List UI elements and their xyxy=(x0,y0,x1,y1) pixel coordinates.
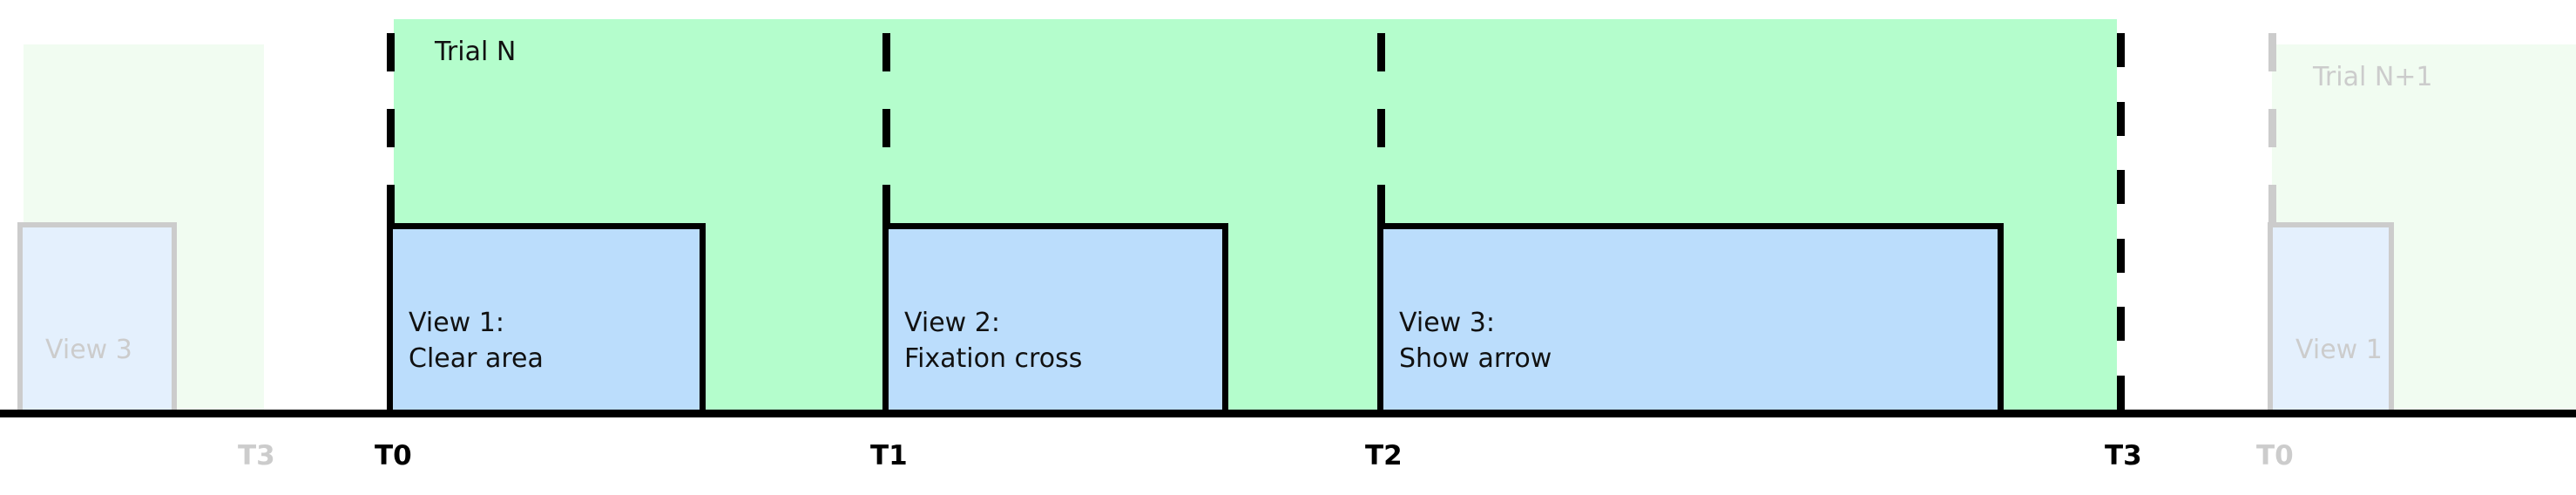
tick-label-t3-previous: T3 xyxy=(238,440,275,471)
dash-segment xyxy=(2117,33,2125,68)
trial-label-current: Trial N xyxy=(435,37,517,67)
view-box-label: View 1 xyxy=(2295,335,2383,366)
dash-segment xyxy=(1377,33,1385,71)
dash-segment xyxy=(882,33,890,71)
dash-segment xyxy=(2268,185,2276,223)
trial-boundary-marker-t2 xyxy=(1377,33,1385,223)
dash-segment xyxy=(882,109,890,147)
dash-segment xyxy=(1377,185,1385,223)
dash-segment xyxy=(387,33,395,71)
dash-segment xyxy=(2268,33,2276,71)
dash-segment xyxy=(2117,375,2125,410)
dash-segment xyxy=(2117,101,2125,136)
view-box-label: View 1: Clear area xyxy=(409,308,544,375)
trial-boundary-marker-t1 xyxy=(882,33,890,223)
trial-boundary-marker-t0 xyxy=(387,33,395,223)
view-box-label: View 2: Fixation cross xyxy=(904,308,1083,375)
timeline-axis xyxy=(0,410,2576,417)
tick-label-t2: T2 xyxy=(1365,440,1403,471)
dash-segment xyxy=(1377,109,1385,147)
trial-boundary-marker-t3 xyxy=(2117,33,2125,410)
tick-label-t3: T3 xyxy=(2105,440,2142,471)
tick-label-t1: T1 xyxy=(870,440,908,471)
dash-segment xyxy=(2117,170,2125,205)
view-box-label: View 3: Show arrow xyxy=(1399,308,1552,375)
dash-segment xyxy=(882,185,890,223)
tick-label-t0: T0 xyxy=(375,440,412,471)
dash-segment xyxy=(387,109,395,147)
trial-boundary-marker-t0-next xyxy=(2268,33,2276,223)
view-box-label: View 3 xyxy=(45,335,132,366)
view-box-view-2: View 2: Fixation cross xyxy=(882,223,1228,417)
tick-label-t0-next: T0 xyxy=(2256,440,2294,471)
dash-segment xyxy=(2268,109,2276,147)
view-box-view-3: View 3: Show arrow xyxy=(1377,223,2004,417)
view-box-view-1: View 1: Clear area xyxy=(387,223,706,417)
dash-segment xyxy=(2117,307,2125,342)
dash-segment xyxy=(2117,238,2125,273)
dash-segment xyxy=(387,185,395,223)
view-box-view-1-next: View 1 xyxy=(2268,222,2394,417)
view-box-view-3-previous: View 3 xyxy=(17,222,177,417)
trial-label-next: Trial N+1 xyxy=(2313,62,2433,92)
